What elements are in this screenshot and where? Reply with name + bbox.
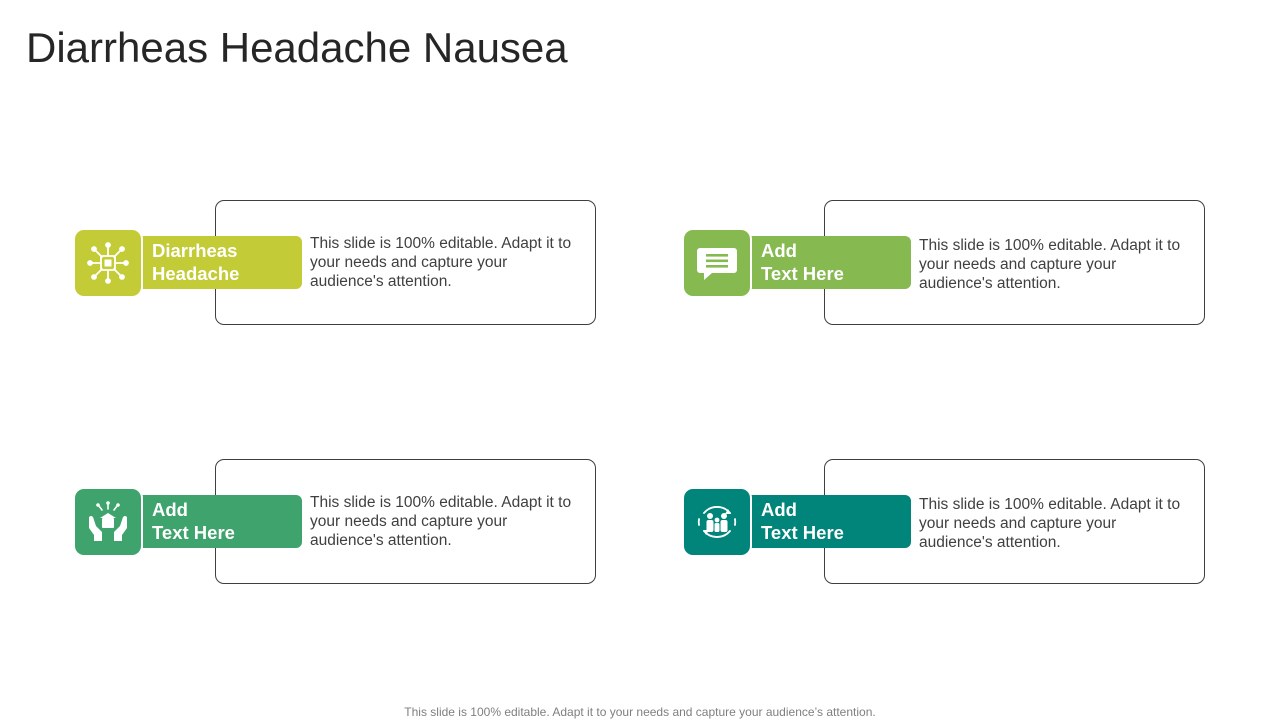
item-label: Add Text Here	[125, 495, 302, 548]
item-description: This slide is 100% editable. Adapt it to…	[310, 235, 572, 290]
item-card: This slide is 100% editable. Adapt it to…	[684, 200, 1218, 328]
network-chip-icon	[75, 230, 141, 296]
footer-note: This slide is 100% editable. Adapt it to…	[404, 705, 876, 719]
item-description: This slide is 100% editable. Adapt it to…	[919, 237, 1181, 292]
chat-bubble-icon	[684, 230, 750, 296]
item-label: Add Text Here	[734, 495, 911, 548]
item-card: This slide is 100% editable. Adapt it to…	[684, 459, 1218, 587]
family-cycle-icon	[684, 489, 750, 555]
item-card: This slide is 100% editable. Adapt it to…	[75, 200, 609, 328]
item-description: This slide is 100% editable. Adapt it to…	[310, 494, 572, 549]
item-label: Add Text Here	[734, 236, 911, 289]
hands-care-icon	[75, 489, 141, 555]
item-description: This slide is 100% editable. Adapt it to…	[919, 496, 1181, 551]
item-card: This slide is 100% editable. Adapt it to…	[75, 459, 609, 587]
item-label: Diarrheas Headache Nausea	[125, 236, 302, 289]
slide-title: Diarrheas Headache Nausea	[26, 24, 568, 71]
